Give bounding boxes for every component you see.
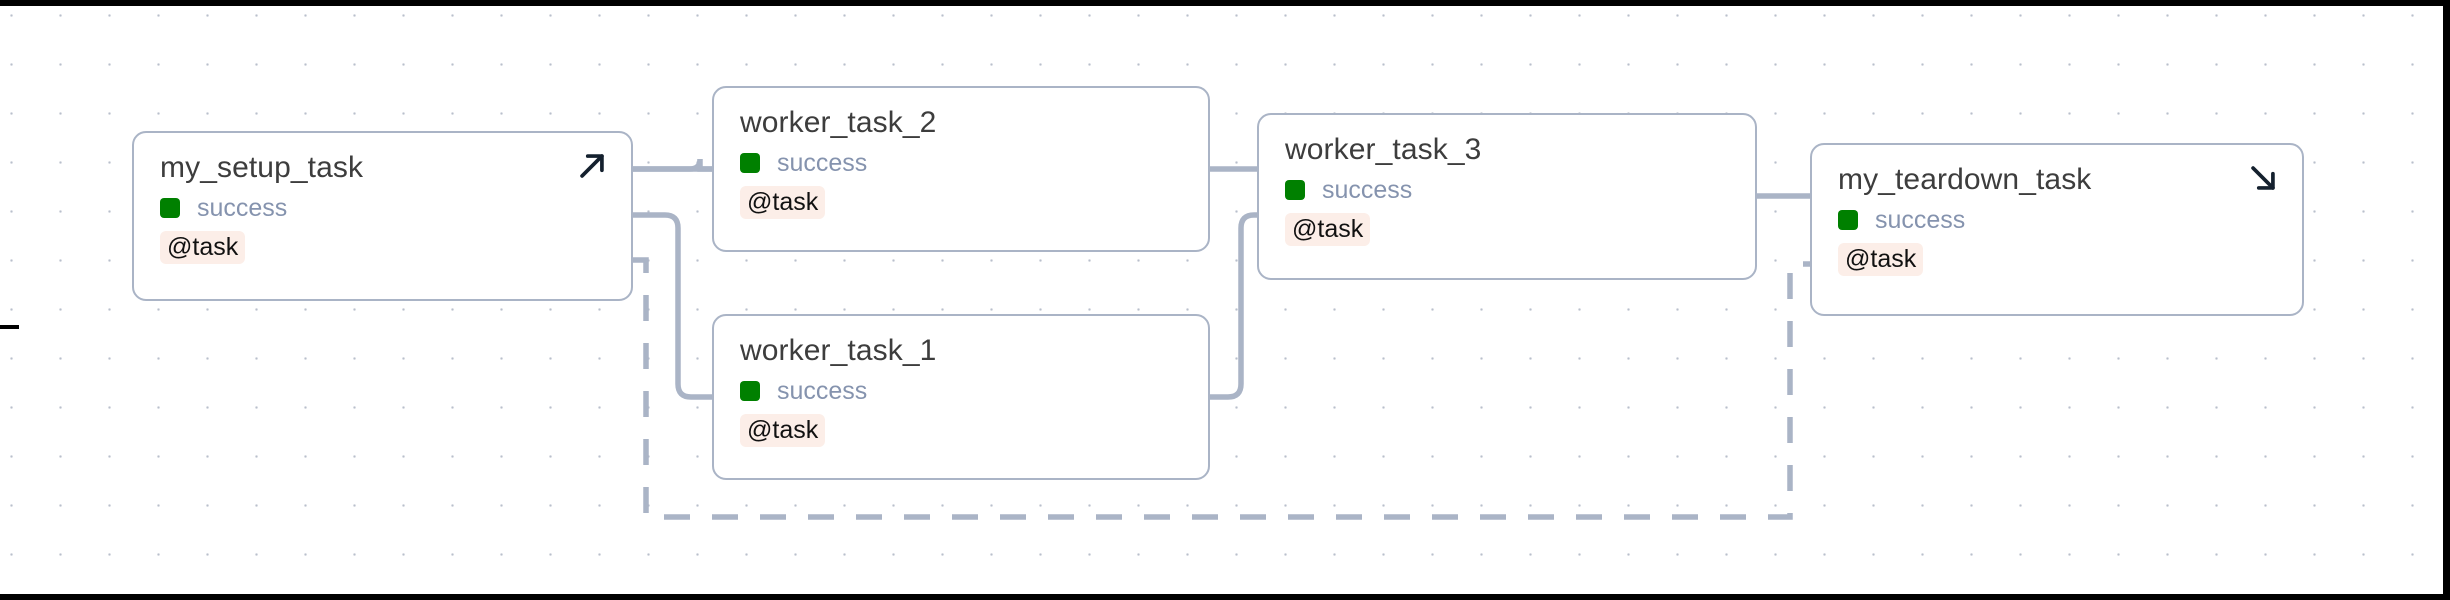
node-status: success — [1838, 206, 2276, 235]
node-my-teardown-task[interactable]: my_teardown_task success @task — [1810, 143, 2304, 316]
node-decorator-tag: @task — [740, 185, 826, 220]
status-label: success — [1322, 175, 1413, 204]
node-title: worker_task_2 — [740, 106, 937, 139]
status-label: success — [777, 376, 868, 405]
edge-setup-to-worker1 — [633, 212, 712, 400]
node-status: success — [1285, 176, 1729, 205]
node-title: worker_task_1 — [740, 334, 937, 367]
status-swatch-success — [1285, 180, 1305, 201]
edge-setup-to-worker2 — [630, 158, 715, 172]
arrow-down-right-icon[interactable] — [2246, 161, 2280, 195]
status-swatch-success — [740, 381, 760, 402]
edge-worker1-to-worker3 — [1210, 212, 1257, 400]
node-worker-task-2[interactable]: worker_task_2 success @task — [712, 86, 1210, 252]
left-edge-tick — [0, 325, 19, 329]
status-swatch-success — [160, 198, 180, 219]
status-label: success — [197, 193, 288, 222]
status-swatch-success — [740, 153, 760, 174]
node-my-setup-task[interactable]: my_setup_task success @task — [132, 131, 633, 301]
node-title: my_teardown_task — [1838, 163, 2092, 196]
node-decorator-tag: @task — [740, 413, 826, 448]
node-title: my_setup_task — [160, 151, 364, 184]
node-worker-task-1[interactable]: worker_task_1 success @task — [712, 314, 1210, 480]
arrow-up-right-icon[interactable] — [575, 149, 609, 183]
node-decorator-tag: @task — [1285, 212, 1371, 247]
node-status: success — [740, 149, 1182, 178]
node-status: success — [160, 194, 605, 223]
node-title: worker_task_3 — [1285, 133, 1482, 166]
node-decorator-tag: @task — [160, 230, 246, 265]
status-label: success — [1875, 205, 1966, 234]
node-decorator-tag: @task — [1838, 242, 1924, 277]
node-status: success — [740, 377, 1182, 406]
node-worker-task-3[interactable]: worker_task_3 success @task — [1257, 113, 1757, 280]
status-label: success — [777, 148, 868, 177]
status-swatch-success — [1838, 210, 1858, 231]
